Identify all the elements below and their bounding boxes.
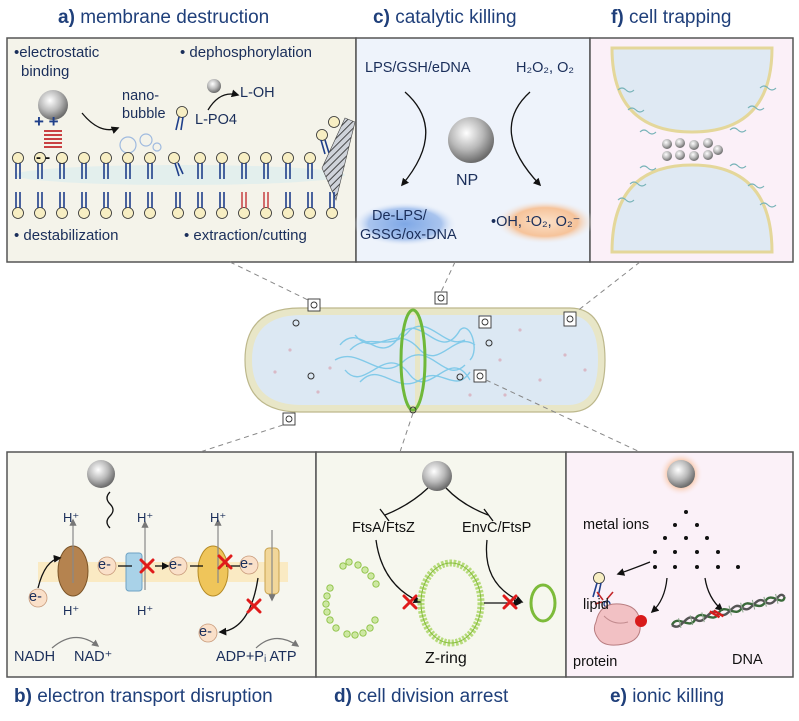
panel-c-art (353, 91, 595, 246)
title-a: a) membrane destruction (58, 7, 270, 28)
label-electrostatic: •electrostatic (14, 44, 100, 61)
label-e-2: e- (98, 557, 111, 573)
label-de-lps: De-LPS/ (372, 208, 427, 224)
label-minus-charge: - - (36, 149, 51, 166)
panel-f-art (610, 46, 777, 254)
label-ros: •OH, ¹O₂, O₂⁻ (491, 214, 581, 230)
label-envc-ftsp: EnvC/FtsP (462, 520, 532, 536)
ftsz-filaments-left (322, 558, 380, 639)
membrane-right (171, 151, 339, 220)
title-b: b) electron transport disruption (14, 686, 273, 707)
label-e-5: e- (199, 624, 212, 640)
lipid-icon (592, 572, 605, 598)
title-e: e) ionic killing (610, 686, 725, 707)
label-hplus-2: H⁺ (137, 510, 154, 525)
label-ftsa-ftsz: FtsA/FtsZ (352, 520, 415, 536)
dna-icon (670, 593, 786, 629)
panel-d-art (322, 461, 557, 647)
label-nadh: NADH (14, 649, 56, 665)
label-bubble: bubble (122, 106, 166, 122)
panel-e-art (592, 452, 786, 646)
label-loh: L-OH (240, 85, 275, 101)
protein-icon (593, 603, 647, 646)
label-z-ring: Z-ring (425, 650, 467, 667)
panel-b-art (28, 460, 300, 649)
label-lpo4: L-PO4 (195, 112, 237, 128)
label-hplus-5: H⁺ (137, 603, 154, 618)
title-c: c) catalytic killing (373, 7, 517, 28)
label-lipid: lipid (583, 597, 609, 613)
panel-a-bg (6, 37, 357, 263)
label-plus-charge: + + (34, 112, 59, 131)
label-nadplus: NAD⁺ (74, 649, 113, 665)
label-gssg-oxdna: GSSG/ox-DNA (360, 227, 457, 243)
label-dna: DNA (732, 652, 763, 668)
label-nano: nano- (122, 88, 160, 104)
panel-a-art (11, 79, 356, 220)
label-lps-gsh-edna: LPS/GSH/eDNA (365, 60, 471, 76)
label-e-1: e- (29, 589, 42, 605)
label-extraction: • extraction/cutting (184, 227, 307, 244)
label-metal-ions: metal ions (583, 517, 650, 533)
label-e-3: e- (169, 557, 182, 573)
title-d: d) cell division arrest (334, 686, 509, 707)
label-destabilization: • destabilization (14, 227, 119, 244)
label-h2o2-o2: H₂O₂, O₂ (516, 60, 574, 76)
bacterium (244, 291, 606, 426)
label-hplus-4: H⁺ (63, 603, 80, 618)
label-binding: binding (21, 63, 70, 80)
leader-lines (199, 261, 641, 453)
label-e-4: e- (240, 556, 253, 572)
title-f: f) cell trapping (611, 7, 732, 28)
label-hplus-1: H⁺ (63, 510, 80, 525)
label-np: NP (456, 172, 479, 189)
label-protein: protein (573, 654, 618, 670)
label-hplus-3: H⁺ (210, 510, 227, 525)
label-adp-atp: ADP+Pᵢ ATP (216, 649, 297, 665)
label-dephosphorylation: • dephosphorylation (180, 44, 313, 61)
